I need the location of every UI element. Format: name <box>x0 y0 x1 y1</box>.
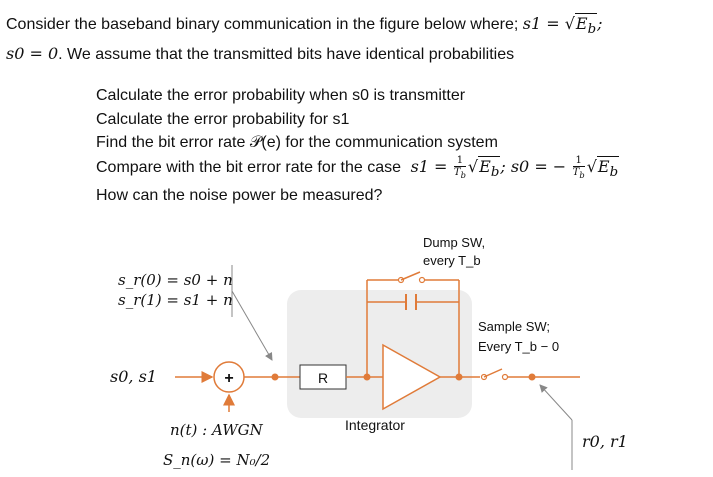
task-1: Calculate the error probability when s0 … <box>96 87 466 104</box>
resistor <box>299 364 347 390</box>
op-amp <box>382 343 442 411</box>
dump-switch-blade <box>400 271 421 281</box>
task-4-text: Compare with the bit error rate for the … <box>96 158 402 176</box>
input-label: s0, s1 <box>110 367 157 386</box>
receiver-block-diagram: s_r(0) = s0 + n s_r(1) = s1 + n s0, s1 +… <box>110 235 628 470</box>
noise-label: n(t) : AWGN <box>170 421 264 439</box>
eq-pointer <box>231 290 273 361</box>
task-5: How can the noise power be measured? <box>96 187 383 205</box>
received-eq-2: s_r(1) = s1 + n <box>118 291 233 309</box>
sample-sw-label-1: Sample SW; <box>478 319 550 334</box>
s1-definition: s1 = √Eb; <box>522 13 603 38</box>
s0-definition: s0 = 0 <box>6 44 59 64</box>
psd-label: S_n(ω) = N₀/2 <box>163 451 270 469</box>
sample-switch-contact-2 <box>501 373 509 381</box>
resistor-label: R <box>318 370 328 386</box>
node-1 <box>271 373 279 381</box>
task-list: Calculate the error probability when s0 … <box>96 84 620 208</box>
adder-symbol: + <box>224 370 233 387</box>
integrator-box <box>287 290 472 418</box>
sample-switch-blade <box>483 368 503 378</box>
task-4: Compare with the bit error rate for the … <box>96 154 620 180</box>
intro-text: Consider the baseband binary communicati… <box>6 16 519 33</box>
dump-switch-contact-2 <box>418 276 426 284</box>
received-eq-1: s_r(0) = s0 + n <box>118 271 233 289</box>
integrator-label: Integrator <box>345 417 405 433</box>
problem-statement: Consider the baseband binary communicati… <box>6 12 711 67</box>
node-4 <box>528 373 536 381</box>
task-3: Find the bit error rate 𝒫(e) for the com… <box>96 134 498 151</box>
compare-s1: s1 = <box>405 156 448 176</box>
intro-text-2: . We assume that the transmitted bits ha… <box>58 46 515 64</box>
task-2: Calculate the error probability for s1 <box>96 110 350 128</box>
sample-sw-label-2: Every T_b − 0 <box>478 339 559 354</box>
dump-sw-label-1: Dump SW, <box>423 235 485 250</box>
output-pointer <box>539 384 573 421</box>
dump-sw-label-2: every T_b <box>423 253 481 268</box>
output-label: r0, r1 <box>582 432 628 451</box>
